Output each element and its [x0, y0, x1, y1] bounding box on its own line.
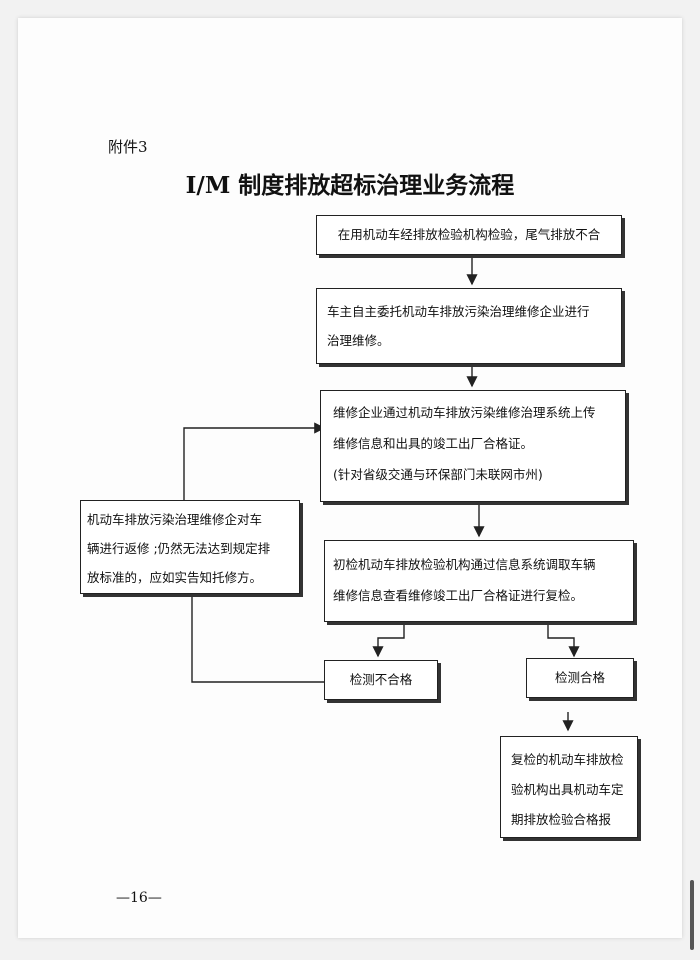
scrollbar[interactable] — [690, 880, 694, 950]
flow-step-inspection-fail: 在用机动车经排放检验机构检验，尾气排放不合 — [316, 215, 622, 255]
flow-step-upload-info: 维修企业通过机动车排放污染维修治理系统上传 维修信息和出具的竣工出厂合格证。 (… — [320, 390, 626, 502]
flow-step-reinspection: 初检机动车排放检验机构通过信息系统调取车辆 维修信息查看维修竣工出厂合格证进行复… — [324, 540, 634, 622]
flow-final-certificate: 复检的机动车排放检 验机构出具机动车定 期排放检验合格报 — [500, 736, 638, 838]
flow-result-pass: 检测合格 — [526, 658, 634, 698]
document-page: 附件3 I/M 制度排放超标治理业务流程 在用机动车经排放检验机构检验，尾气排放… — [18, 18, 682, 938]
arrow-step4-to-pass — [547, 622, 580, 658]
flow-connectors — [183, 258, 580, 732]
arrow-step4-to-fail — [372, 622, 405, 658]
page-number: —16— — [116, 890, 162, 906]
arrow-fail-to-repair — [191, 594, 324, 683]
page-title: I/M 制度排放超标治理业务流程 — [185, 172, 515, 199]
flow-result-fail: 检测不合格 — [324, 660, 438, 700]
flow-repair-return: 机动车排放污染治理维修企对车 辆进行返修 ;仍然无法达到规定排 放标准的，应如实… — [80, 500, 300, 594]
attachment-label: 附件3 — [108, 138, 148, 156]
flow-step-owner-repair: 车主自主委托机动车排放污染治理维修企业进行 治理维修。 — [316, 288, 622, 364]
arrow-repair-to-step3 — [183, 422, 326, 500]
